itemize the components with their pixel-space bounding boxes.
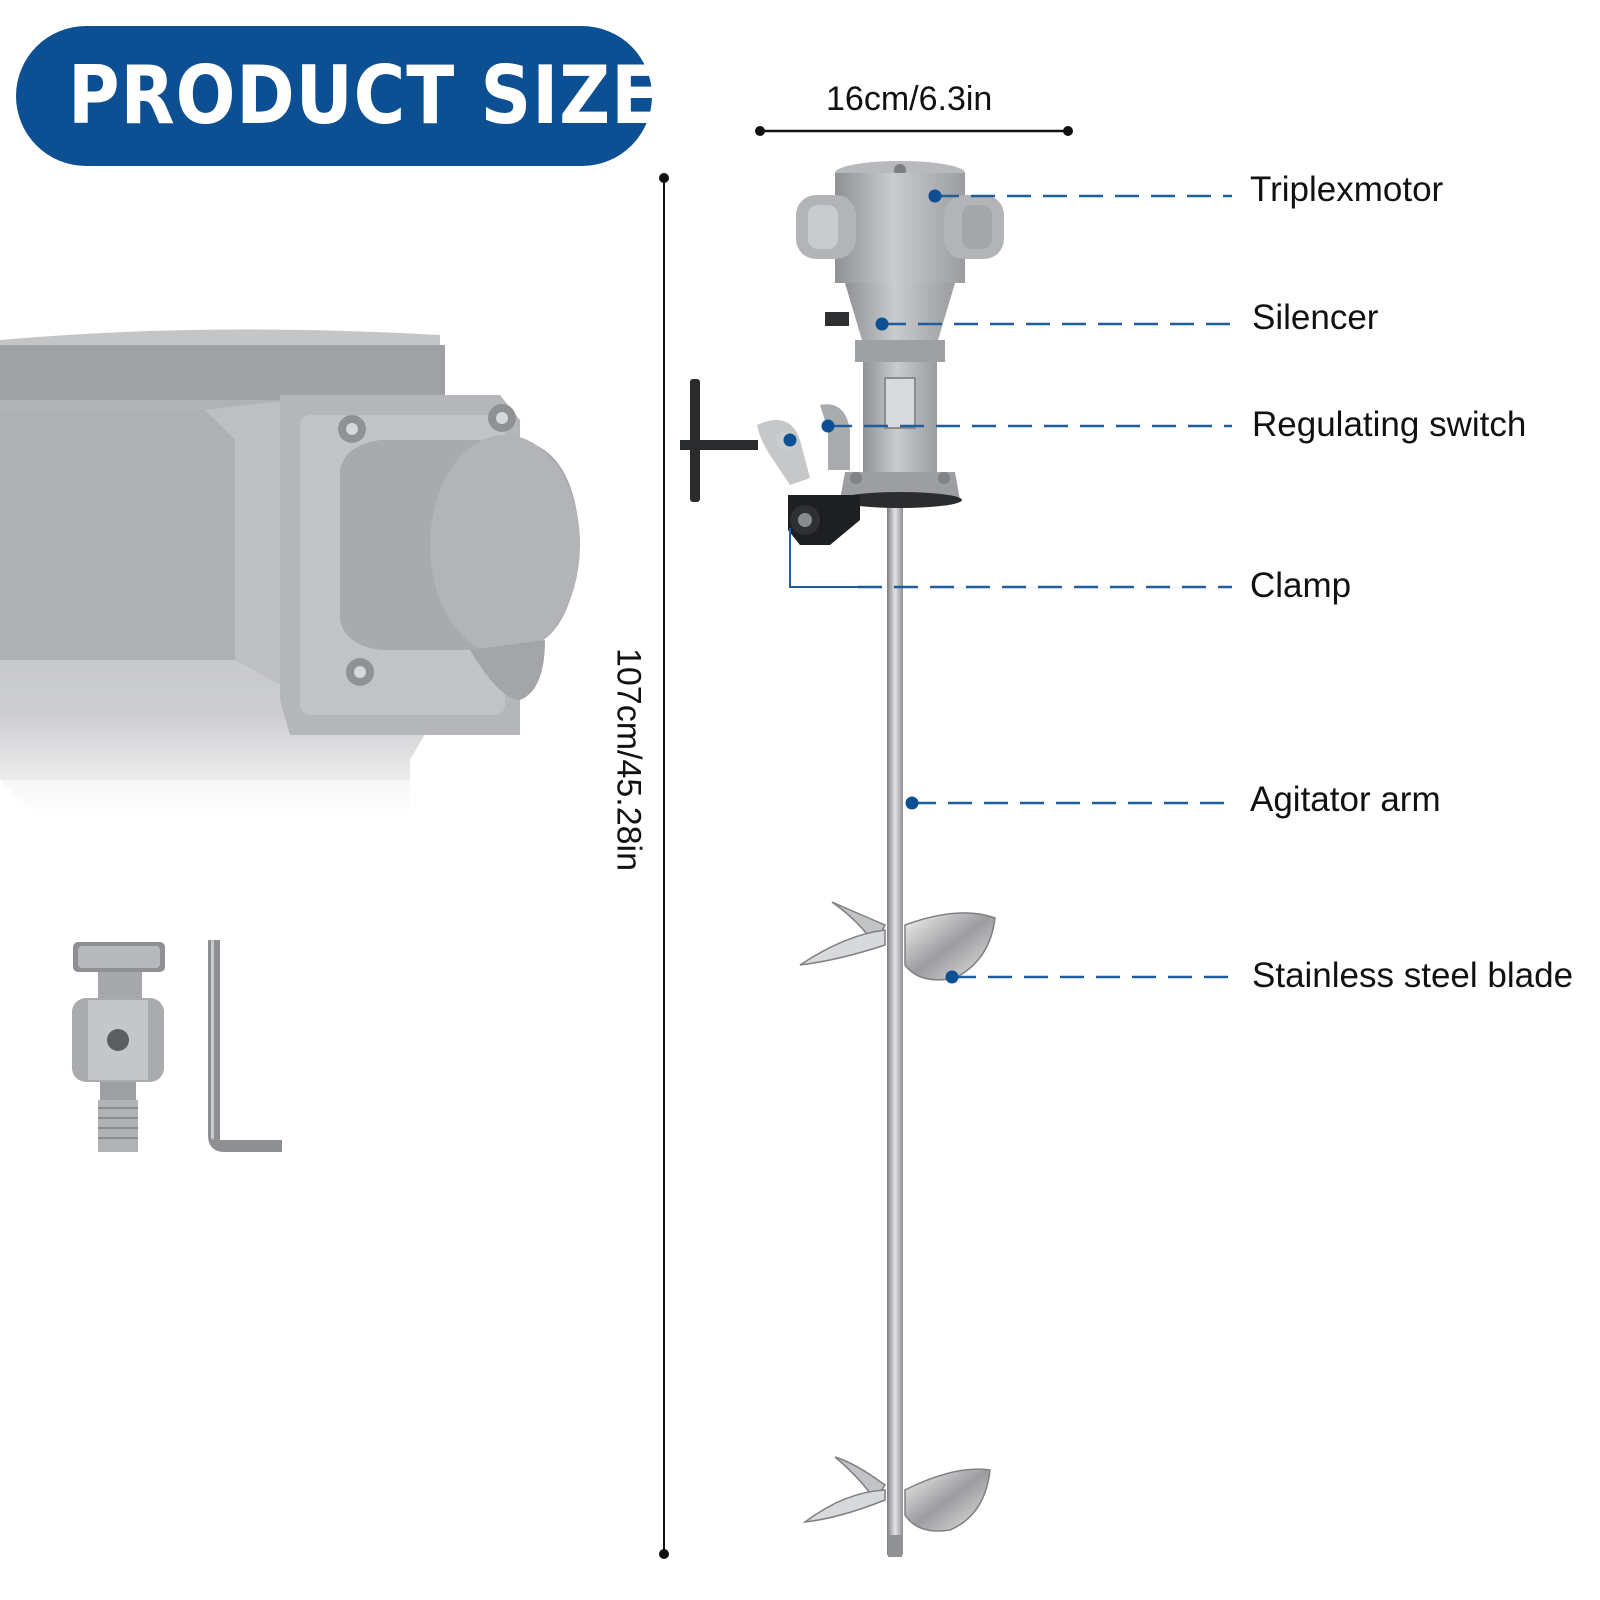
height-dimension-line xyxy=(659,173,669,1559)
callout-clamp: Clamp xyxy=(1250,566,1352,605)
width-dimension-line xyxy=(755,126,1073,136)
callout-stainless-steel-blade: Stainless steel blade xyxy=(1252,956,1574,995)
clamp-leader-bracket xyxy=(789,528,858,588)
callout-silencer: Silencer xyxy=(1252,298,1379,337)
air-valve-fitting-image xyxy=(72,942,165,1152)
product-size-banner: PRODUCT SIZE xyxy=(16,26,659,166)
height-dimension-label: 107cm/45.28in xyxy=(609,647,648,872)
callout-regulating-switch: Regulating switch xyxy=(1252,405,1527,444)
hex-key-image xyxy=(208,940,282,1152)
dot-regulating-switch xyxy=(821,419,835,433)
banner-title: PRODUCT SIZE xyxy=(68,49,661,142)
callout-leader-lines xyxy=(828,194,1232,979)
callout-agitator-arm: Agitator arm xyxy=(1250,780,1441,819)
callout-leader-dots xyxy=(783,189,959,984)
dot-stainless-steel-blade xyxy=(945,970,959,984)
callout-triplexmotor: Triplexmotor xyxy=(1250,170,1444,209)
dot-triplexmotor xyxy=(928,189,942,203)
motor-closeup-image xyxy=(0,329,580,825)
air-agitator-image xyxy=(680,161,1004,1557)
dot-agitator-arm xyxy=(905,796,919,810)
dot-clamp xyxy=(783,433,797,447)
width-dimension-label: 16cm/6.3in xyxy=(826,80,993,118)
dot-silencer xyxy=(875,317,889,331)
